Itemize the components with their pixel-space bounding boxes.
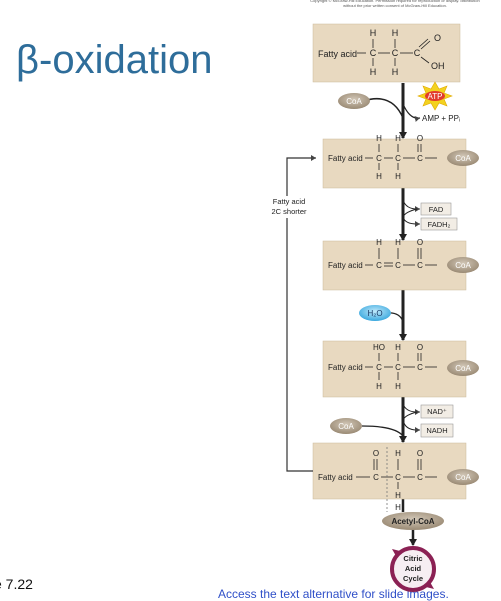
svg-text:FAD: FAD	[429, 205, 444, 214]
svg-text:CoA: CoA	[455, 154, 471, 163]
atom-h: H	[395, 238, 401, 247]
atom-ho: HO	[373, 343, 385, 352]
svg-text:H₂O: H₂O	[367, 309, 382, 318]
svg-text:C: C	[414, 48, 421, 58]
coa-oval: CoA	[338, 93, 370, 109]
svg-text:Acid: Acid	[405, 564, 422, 573]
fatty-acid-label: Fatty acid	[318, 473, 353, 482]
citric-acid-cycle: Citric Acid Cycle	[390, 546, 436, 592]
coa-oval: CoA	[330, 418, 362, 434]
fatty-acid-label: Fatty acid	[328, 261, 363, 270]
fatty-acid-box: Fatty acid H H C C C H H O OH	[312, 23, 461, 83]
atp-burst: ATP	[417, 81, 453, 111]
atom-h: H	[376, 238, 382, 247]
enoyl-coa-box: Fatty acid H H O C C C	[322, 238, 467, 291]
svg-text:C: C	[417, 363, 423, 372]
svg-text:C: C	[376, 363, 382, 372]
nad-box: NAD⁺	[420, 404, 454, 419]
svg-text:Citric: Citric	[403, 554, 422, 563]
atom-h: H	[392, 28, 399, 38]
atom-h: H	[395, 134, 401, 143]
coa-oval: CoA	[447, 257, 479, 273]
atom-o: O	[417, 343, 423, 352]
recycle-label-line1: Fatty acid	[273, 197, 306, 206]
svg-text:CoA: CoA	[338, 422, 354, 431]
water-oval: H₂O	[359, 305, 391, 321]
svg-text:FADH₂: FADH₂	[428, 220, 451, 229]
atom-h: H	[370, 67, 377, 77]
svg-text:CoA: CoA	[346, 97, 362, 106]
atom-h: H	[376, 382, 382, 391]
acetyl-coa-oval: Acetyl-CoA	[382, 512, 444, 530]
atom-h: H	[395, 382, 401, 391]
atom-h: H	[395, 491, 401, 500]
atom-o: O	[373, 449, 379, 458]
atom-h: H	[376, 134, 382, 143]
svg-text:C: C	[376, 261, 382, 270]
svg-text:C: C	[395, 154, 401, 163]
atom-o: O	[417, 449, 423, 458]
svg-text:C: C	[417, 154, 423, 163]
atp-label: ATP	[428, 92, 443, 101]
atom-o: O	[434, 33, 441, 43]
atom-h: H	[395, 503, 401, 512]
recycle-loop-arrow	[286, 155, 316, 472]
atom-h: H	[392, 67, 399, 77]
svg-text:CoA: CoA	[455, 261, 471, 270]
fadh2-box: FADH₂	[420, 217, 458, 231]
atom-o: O	[417, 134, 423, 143]
atom-h: H	[370, 28, 377, 38]
svg-text:C: C	[376, 154, 382, 163]
ketoacyl-coa-box: Fatty acid O H O C C C H	[312, 442, 467, 500]
coa-oval: CoA	[447, 469, 479, 485]
figure-number: e 7.22	[0, 576, 33, 592]
recycle-label-line2: 2C shorter	[271, 207, 307, 216]
slide-title: β-oxidation	[16, 38, 213, 82]
atom-h: H	[395, 343, 401, 352]
svg-text:NAD⁺: NAD⁺	[427, 407, 447, 416]
svg-text:C: C	[373, 473, 379, 482]
nadh-box: NADH	[420, 423, 454, 438]
fatty-acid-label: Fatty acid	[328, 363, 363, 372]
atom-h: H	[395, 172, 401, 181]
svg-text:NADH: NADH	[426, 426, 447, 435]
atom-h: H	[376, 172, 382, 181]
atom-h: H	[395, 449, 401, 458]
svg-text:C: C	[395, 473, 401, 482]
svg-text:CoA: CoA	[455, 364, 471, 373]
svg-text:C: C	[417, 473, 423, 482]
svg-text:CoA: CoA	[455, 473, 471, 482]
coa-oval: CoA	[447, 150, 479, 166]
svg-text:C: C	[395, 261, 401, 270]
fatty-acyl-coa-box: Fatty acid H H O C C C H H	[322, 134, 467, 189]
svg-text:C: C	[417, 261, 423, 270]
atom-oh: OH	[431, 61, 445, 71]
svg-text:Cycle: Cycle	[403, 574, 423, 583]
fatty-acid-label: Fatty acid	[328, 154, 363, 163]
amp-ppi-label: AMP + PPᵢ	[422, 114, 460, 123]
svg-text:Acetyl-CoA: Acetyl-CoA	[391, 517, 434, 526]
atom-o: O	[417, 238, 423, 247]
copyright-notice: Copyright © McGraw-Hill Education. Permi…	[310, 0, 480, 8]
hydroxyacyl-coa-box: Fatty acid HO H O C C C H H	[322, 340, 467, 398]
fatty-acid-label: Fatty acid	[318, 49, 357, 59]
svg-text:C: C	[395, 363, 401, 372]
svg-text:C: C	[370, 48, 377, 58]
coa-oval: CoA	[447, 360, 479, 376]
svg-text:C: C	[392, 48, 399, 58]
fad-box: FAD	[420, 202, 452, 216]
